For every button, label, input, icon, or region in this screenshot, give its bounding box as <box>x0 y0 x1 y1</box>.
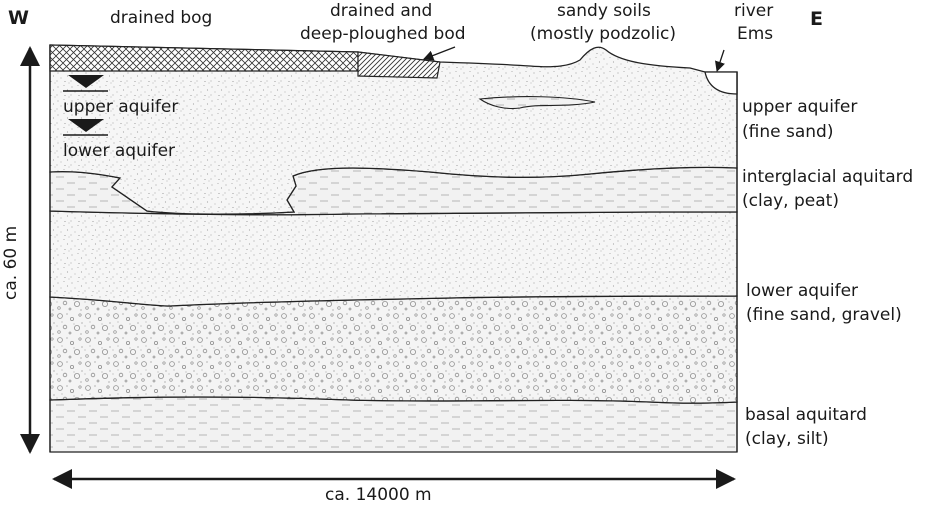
basal-aquitard-name-label: basal aquitard <box>745 405 867 425</box>
river-label-line1: river <box>734 1 773 21</box>
river-label-line2: Ems <box>737 24 773 44</box>
basal-aquitard-layer <box>49 396 738 453</box>
depth-scale-label: ca. 60 m <box>1 226 21 300</box>
ploughed-bog-label-line2: deep-ploughed bod <box>300 24 466 44</box>
drained-bog-label: drained bog <box>110 8 212 28</box>
upper-water-table-symbol <box>63 75 108 92</box>
basal-aquitard-material-label: (clay, silt) <box>745 429 829 449</box>
upper-aquifer-name-label: upper aquifer <box>742 97 857 117</box>
ploughed-bog-label-line1: drained and <box>330 1 432 21</box>
lower-aquifer-material-label: (fine sand, gravel) <box>746 305 902 325</box>
interglacial-aquitard-name-label: interglacial aquitard <box>742 167 913 187</box>
width-scale-label: ca. 14000 m <box>325 485 432 505</box>
river-pointer-arrow <box>715 49 725 72</box>
ploughed-bog-pointer-arrow <box>423 46 456 61</box>
clay-lens <box>478 96 596 110</box>
lower-aquifer-name-label: lower aquifer <box>746 281 858 301</box>
legend-lower-aquifer-label: lower aquifer <box>63 141 175 161</box>
west-label: W <box>8 7 29 29</box>
lower-aquifer-layer <box>49 295 738 404</box>
east-label: E <box>810 8 823 30</box>
upper-aquifer-material-label: (fine sand) <box>742 122 833 142</box>
deep-ploughed-bog-layer <box>357 51 441 79</box>
legend-upper-aquifer-label: upper aquifer <box>63 97 178 117</box>
interglacial-aquitard-material-label: (clay, peat) <box>742 191 839 211</box>
middle-sand-layer <box>49 210 738 307</box>
sandy-soils-label-line2: (mostly podzolic) <box>530 24 676 44</box>
lower-water-table-symbol <box>63 119 108 136</box>
upper-aquifer-layer <box>49 44 738 215</box>
sandy-soils-label-line1: sandy soils <box>557 1 651 21</box>
drained-bog-layer <box>49 44 359 72</box>
